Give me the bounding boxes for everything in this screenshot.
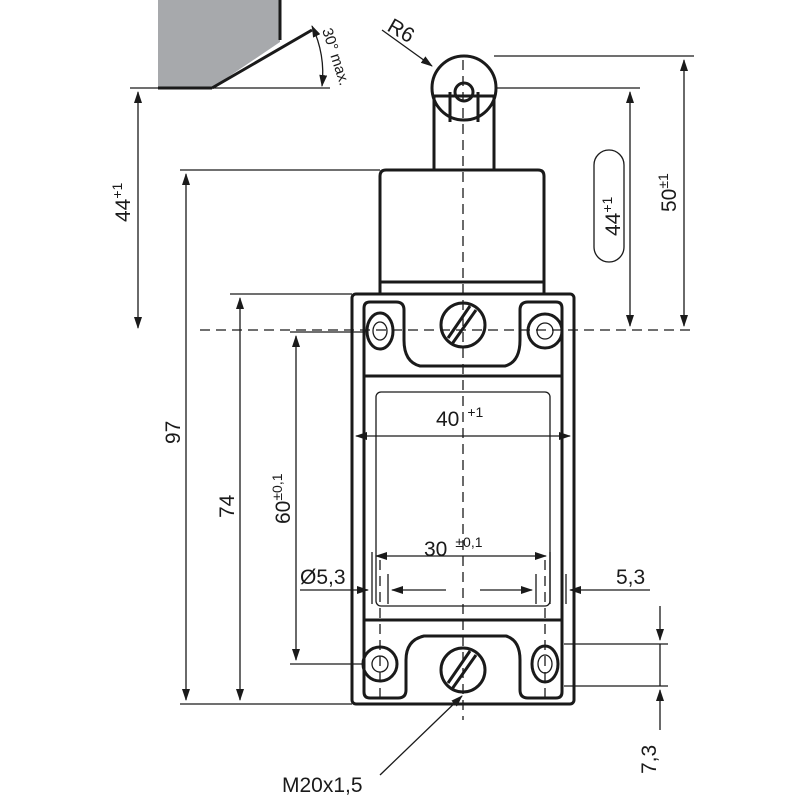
dim-44-left-tol: +1 bbox=[109, 182, 125, 198]
actuating-cam-wall bbox=[158, 0, 313, 90]
dim-50: 50±1 bbox=[655, 173, 681, 212]
dim-50-value: 50 bbox=[658, 189, 681, 212]
dim-60: 60±0,1 bbox=[269, 473, 295, 524]
dim-40-value: 40 bbox=[436, 408, 459, 431]
svg-text:30±0,1: 30 ±0,1 bbox=[424, 534, 483, 561]
reference-dimension-box bbox=[593, 149, 625, 263]
svg-text:44+1: 44+1 bbox=[599, 196, 625, 236]
dim-60-value: 60 bbox=[272, 501, 295, 524]
svg-text:40+1: 40 +1 bbox=[436, 404, 484, 431]
svg-text:44+1: 44+1 bbox=[109, 182, 135, 222]
svg-text:50±1: 50±1 bbox=[655, 173, 681, 212]
dim-30-value: 30 bbox=[424, 538, 447, 561]
dim-hole-diameter-label: Ø5,3 bbox=[300, 566, 346, 589]
svg-text:60±0,1: 60±0,1 bbox=[269, 473, 295, 524]
center-lines bbox=[200, 60, 690, 720]
dim-50-tol: ±1 bbox=[655, 173, 671, 189]
dim-40-tol: +1 bbox=[467, 404, 483, 420]
radius-label: R6 bbox=[384, 14, 419, 47]
hole-top-right bbox=[526, 312, 564, 350]
dim-60-tol: ±0,1 bbox=[269, 473, 285, 500]
horizontal-dimensions bbox=[300, 432, 650, 594]
dim-44-ref-value: 44 bbox=[602, 212, 625, 236]
angle-label: 30° max. bbox=[318, 26, 353, 88]
dim-44-left: 44+1 bbox=[109, 182, 135, 222]
dim-hole-edge-h-label: 5,3 bbox=[616, 566, 645, 589]
dim-hole-edge-v-label: 7,3 bbox=[638, 745, 661, 774]
dim-44-ref-tol: +1 bbox=[599, 196, 615, 212]
switch-head bbox=[378, 168, 546, 294]
thread-leader bbox=[379, 695, 463, 776]
dim-30-tol: ±0,1 bbox=[455, 534, 482, 550]
dim-44-ref: 44+1 bbox=[599, 196, 625, 236]
roller-actuator bbox=[430, 54, 498, 172]
cover-screw-top bbox=[439, 301, 487, 349]
dim-74-label: 74 bbox=[216, 494, 239, 518]
extension-lines bbox=[130, 55, 694, 705]
dim-44-left-value: 44 bbox=[112, 198, 135, 222]
thread-label: M20x1,5 bbox=[282, 774, 363, 797]
radius-dimension: R6 bbox=[381, 14, 433, 67]
dim-97-label: 97 bbox=[162, 421, 185, 444]
vertical-dimensions bbox=[134, 59, 688, 730]
hole-top-left bbox=[365, 311, 395, 351]
